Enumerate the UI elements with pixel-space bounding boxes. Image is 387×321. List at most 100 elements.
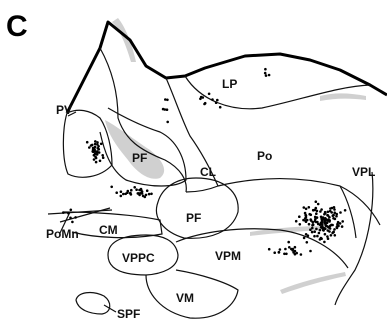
cell-dot bbox=[86, 141, 89, 144]
cell-dot bbox=[320, 216, 323, 219]
cell-dot bbox=[219, 106, 222, 109]
cell-dot bbox=[327, 237, 330, 240]
cell-dot bbox=[124, 193, 127, 196]
cell-dot bbox=[315, 228, 318, 231]
cell-dot bbox=[142, 195, 145, 198]
cell-dot bbox=[101, 154, 104, 157]
cell-dot bbox=[88, 146, 91, 149]
cell-dot bbox=[327, 229, 330, 232]
label-cm: CM bbox=[99, 223, 118, 237]
cell-dot bbox=[317, 203, 320, 206]
cell-dot bbox=[204, 102, 207, 105]
cell-dot bbox=[62, 211, 65, 214]
cell-dot bbox=[122, 193, 125, 196]
cell-dot bbox=[102, 156, 105, 159]
cell-dot bbox=[215, 101, 218, 104]
cell-dot bbox=[313, 230, 316, 233]
cell-dot bbox=[97, 147, 100, 150]
cell-dot bbox=[268, 248, 271, 251]
cell-dot bbox=[291, 249, 294, 252]
cell-dot bbox=[327, 218, 330, 221]
label-vpl: VPL bbox=[352, 165, 375, 179]
cell-dot bbox=[166, 121, 169, 124]
cell-dot bbox=[264, 68, 267, 71]
cell-dot bbox=[70, 209, 73, 212]
label-vm: VM bbox=[176, 291, 194, 305]
cell-dot bbox=[93, 158, 96, 161]
cell-dot bbox=[330, 234, 333, 237]
cell-dot bbox=[341, 220, 344, 223]
cell-dot bbox=[332, 231, 335, 234]
cell-dot bbox=[300, 253, 303, 256]
cell-dot bbox=[140, 188, 143, 191]
cell-dot bbox=[284, 248, 287, 251]
cell-dot bbox=[308, 213, 311, 216]
cell-dot bbox=[306, 241, 309, 244]
cell-dot bbox=[311, 231, 314, 234]
shaded-tract-center bbox=[105, 120, 164, 179]
pv-outline bbox=[63, 110, 112, 177]
cell-dot bbox=[133, 186, 136, 189]
cell-dot bbox=[298, 215, 301, 218]
cell-dot bbox=[305, 233, 308, 236]
cell-dot bbox=[150, 193, 153, 196]
cell-dot bbox=[331, 207, 334, 210]
shaded-tract-right bbox=[320, 93, 366, 101]
cell-dot bbox=[211, 98, 214, 101]
shaded-tract-top bbox=[112, 18, 136, 62]
label-cl: CL bbox=[200, 165, 216, 179]
cell-dot bbox=[335, 215, 338, 218]
cell-dot bbox=[69, 217, 72, 220]
cell-dot bbox=[268, 74, 271, 77]
cell-dot bbox=[311, 224, 314, 227]
dorsal-boundary bbox=[67, 22, 387, 113]
cell-dot bbox=[305, 208, 308, 211]
cell-dot bbox=[303, 237, 306, 240]
cell-dot bbox=[311, 227, 314, 230]
cell-dot bbox=[330, 211, 333, 214]
pf-lower-outline bbox=[156, 178, 238, 238]
cell-dot bbox=[305, 220, 308, 223]
lp-lower-boundary bbox=[185, 76, 370, 109]
cell-dot bbox=[202, 96, 205, 99]
cell-dot bbox=[71, 221, 74, 224]
label-pomn: PoMn bbox=[46, 227, 79, 241]
cell-dot bbox=[299, 223, 302, 226]
cell-dot bbox=[312, 209, 315, 212]
cell-dot bbox=[208, 93, 211, 96]
label-po: Po bbox=[257, 149, 272, 163]
cell-dot bbox=[92, 147, 95, 150]
cell-dot bbox=[332, 214, 335, 217]
cell-dot bbox=[130, 189, 133, 192]
cell-dot bbox=[166, 99, 169, 102]
cell-dot bbox=[74, 216, 77, 219]
cell-dot bbox=[315, 212, 318, 215]
cell-dot bbox=[135, 188, 138, 191]
cell-dot bbox=[315, 207, 318, 210]
spf-outline bbox=[76, 293, 110, 314]
cell-dot bbox=[344, 209, 347, 212]
cell-dot bbox=[264, 72, 267, 75]
cell-dot bbox=[278, 251, 281, 254]
cell-dot bbox=[288, 246, 291, 249]
cell-dot bbox=[164, 108, 167, 111]
label-pv: PV bbox=[56, 103, 72, 117]
cell-dot bbox=[91, 144, 94, 147]
cell-dot bbox=[316, 221, 319, 224]
cell-dot bbox=[324, 219, 327, 222]
cell-dot bbox=[323, 227, 326, 230]
cell-dot bbox=[326, 214, 329, 217]
cell-dot bbox=[333, 228, 336, 231]
cell-dot bbox=[115, 191, 118, 194]
cell-dot bbox=[313, 235, 316, 238]
cell-dot bbox=[329, 227, 332, 230]
shaded-tract-bottom bbox=[280, 272, 346, 294]
cell-dot bbox=[324, 233, 327, 236]
cell-dot bbox=[273, 251, 276, 254]
cell-dot bbox=[120, 190, 123, 193]
cell-dot bbox=[287, 241, 290, 244]
cell-dot bbox=[99, 160, 102, 163]
cell-dot bbox=[333, 211, 336, 214]
